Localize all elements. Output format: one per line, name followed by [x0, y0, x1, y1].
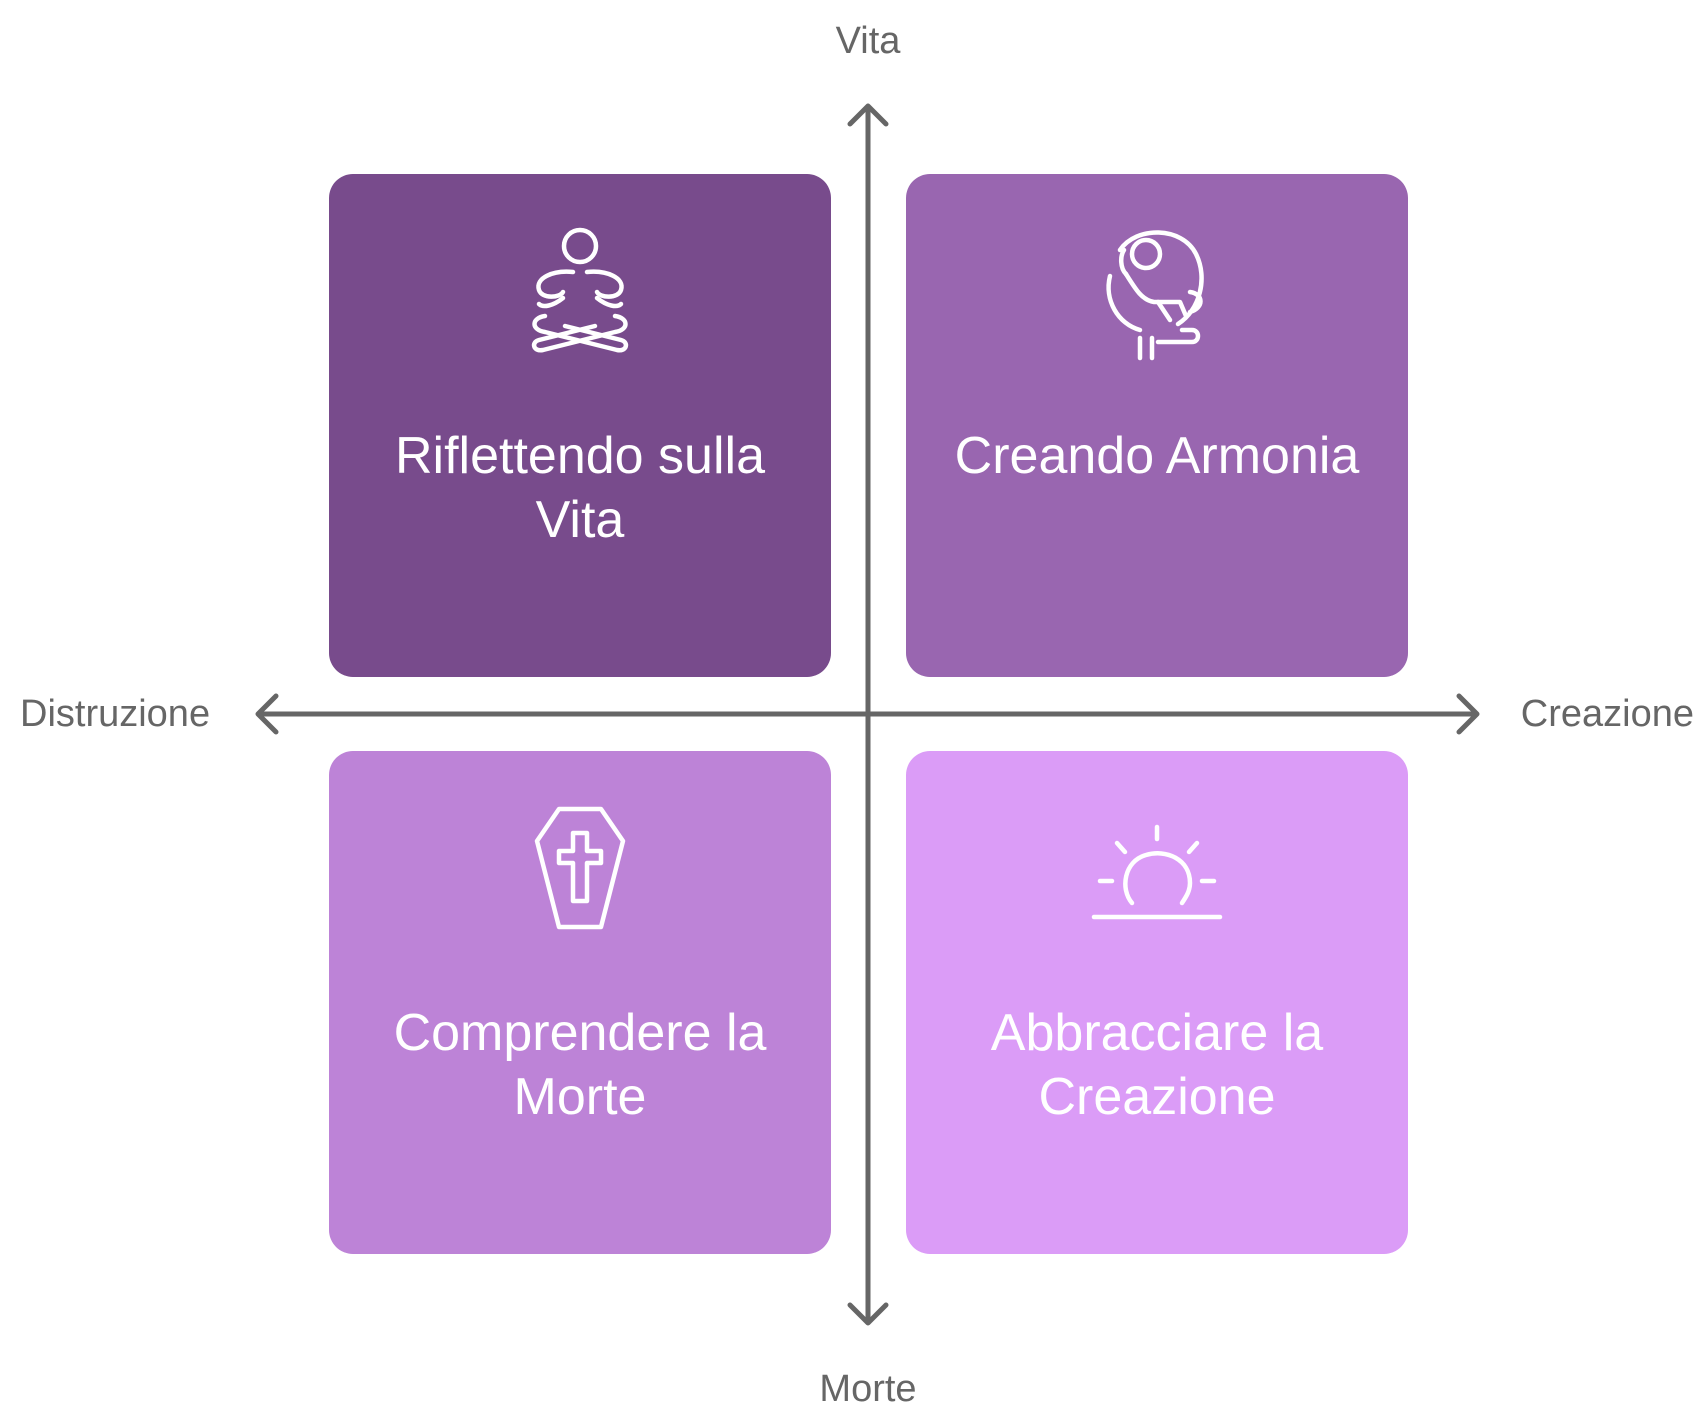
quadrant-title: Abbracciare la Creazione	[990, 1004, 1324, 1126]
axis-label-left: Distruzione	[20, 693, 211, 735]
person-in-circle-icon	[1106, 230, 1204, 361]
quadrant-abbracciare-la-creazione: Abbracciare la Creazione	[906, 751, 1408, 1254]
arrow-right	[1456, 693, 1480, 735]
axis-label-bottom: Morte	[819, 1368, 917, 1410]
quadrant-comprendere-la-morte: Comprendere la Morte	[329, 751, 831, 1254]
quadrant-creando-armonia: Creando Armonia	[906, 174, 1408, 677]
sunrise-icon	[1091, 824, 1223, 920]
coffin-icon	[534, 806, 626, 930]
arrow-up	[847, 103, 889, 127]
axis-label-right: Creazione	[1520, 693, 1694, 735]
axis-label-top: Vita	[835, 20, 901, 62]
quadrant-title: Creando Armonia	[954, 427, 1360, 485]
arrow-left	[255, 693, 279, 735]
quadrant-title: Riflettendo sulla Vita	[395, 427, 765, 549]
arrow-down	[847, 1302, 889, 1326]
quadrant-riflettendo-sulla-vita: Riflettendo sulla Vita	[329, 174, 831, 677]
meditation-icon	[531, 227, 629, 353]
quadrant-title: Comprendere la Morte	[393, 1004, 767, 1126]
